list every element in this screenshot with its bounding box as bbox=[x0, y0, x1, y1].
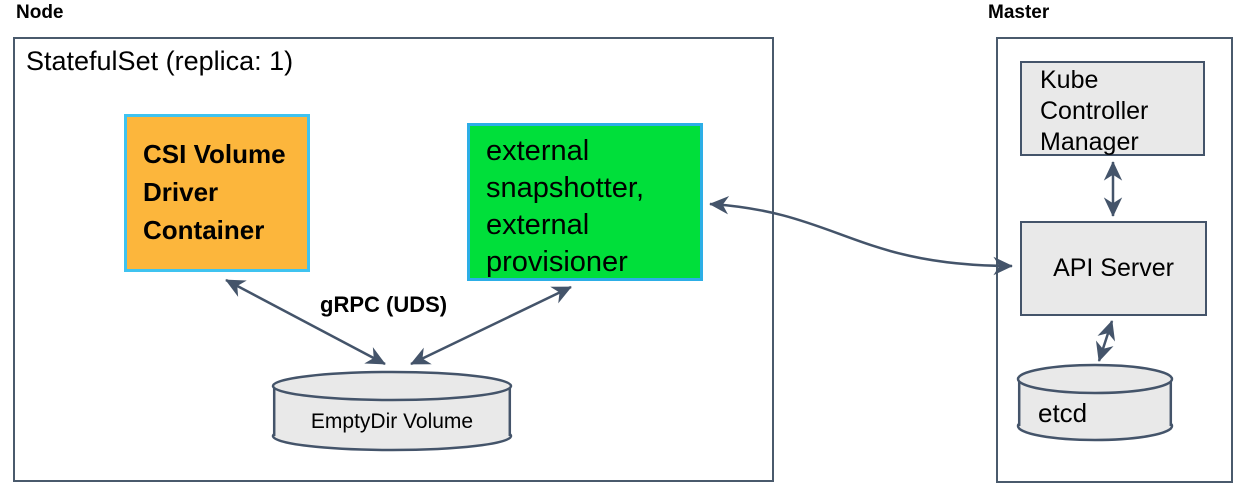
csi-volume-driver-container-box: CSI Volume Driver Container bbox=[124, 114, 310, 272]
kcm-box-line: Controller bbox=[1040, 97, 1149, 125]
csi-box-line: CSI Volume bbox=[143, 139, 286, 169]
emptydir-volume-label: EmptyDir Volume bbox=[310, 410, 474, 433]
sidecar-box-line: external bbox=[486, 135, 590, 167]
csi-box-line: Driver bbox=[143, 177, 219, 207]
node-zone-label: Node bbox=[16, 2, 64, 23]
kube-controller-manager-box: Kube Controller Manager bbox=[1020, 61, 1205, 156]
sidecar-box-line: external bbox=[486, 209, 590, 241]
master-zone-label: Master bbox=[988, 2, 1050, 23]
statefulset-title: StatefulSet (replica: 1) bbox=[26, 46, 294, 76]
csi-box-line: Container bbox=[143, 215, 265, 245]
kcm-box-line: Kube bbox=[1040, 66, 1099, 94]
api-server-box: API Server bbox=[1020, 221, 1207, 316]
api-server-label: API Server bbox=[1053, 254, 1174, 282]
sidecar-box-line: provisioner bbox=[486, 246, 628, 278]
kcm-box-line: Manager bbox=[1040, 128, 1139, 156]
sidecar-box-line: snapshotter, bbox=[486, 172, 644, 204]
external-sidecars-box: external snapshotter, external provision… bbox=[467, 123, 703, 281]
etcd-label: etcd bbox=[1038, 398, 1088, 428]
grpc-uds-label: gRPC (UDS) bbox=[320, 292, 448, 317]
